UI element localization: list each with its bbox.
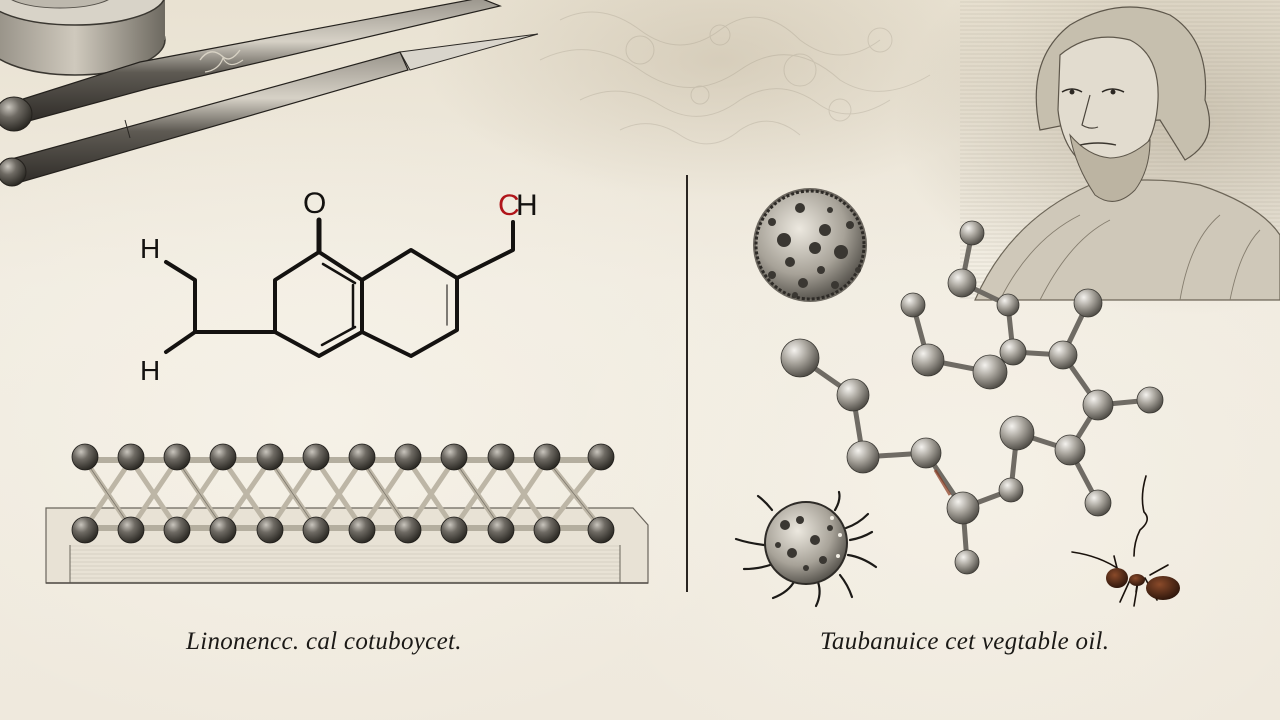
pen-knife-icon (0, 33, 539, 187)
molecule-atoms (780, 220, 1164, 575)
oxygen-label: O (303, 187, 326, 220)
ant-icon (1071, 475, 1180, 607)
right-caption: Taubanuice cet vegtable oil. (820, 628, 1110, 655)
round-box-icon (0, 0, 166, 76)
hydrogen-label-top-right: H (516, 189, 538, 222)
carbon-label: C (498, 189, 520, 222)
panel-divider (686, 175, 688, 592)
spiky-spore-icon (753, 188, 867, 302)
tentacled-spore-icon (734, 490, 878, 608)
left-caption: Linonencc. cal cotuboycet. (186, 628, 462, 655)
hydrogen-label-left-top: H (140, 233, 160, 264)
stylus-icon (0, 0, 502, 132)
lattice-atoms (71, 443, 615, 544)
hydrogen-label-left-bottom: H (140, 355, 160, 386)
